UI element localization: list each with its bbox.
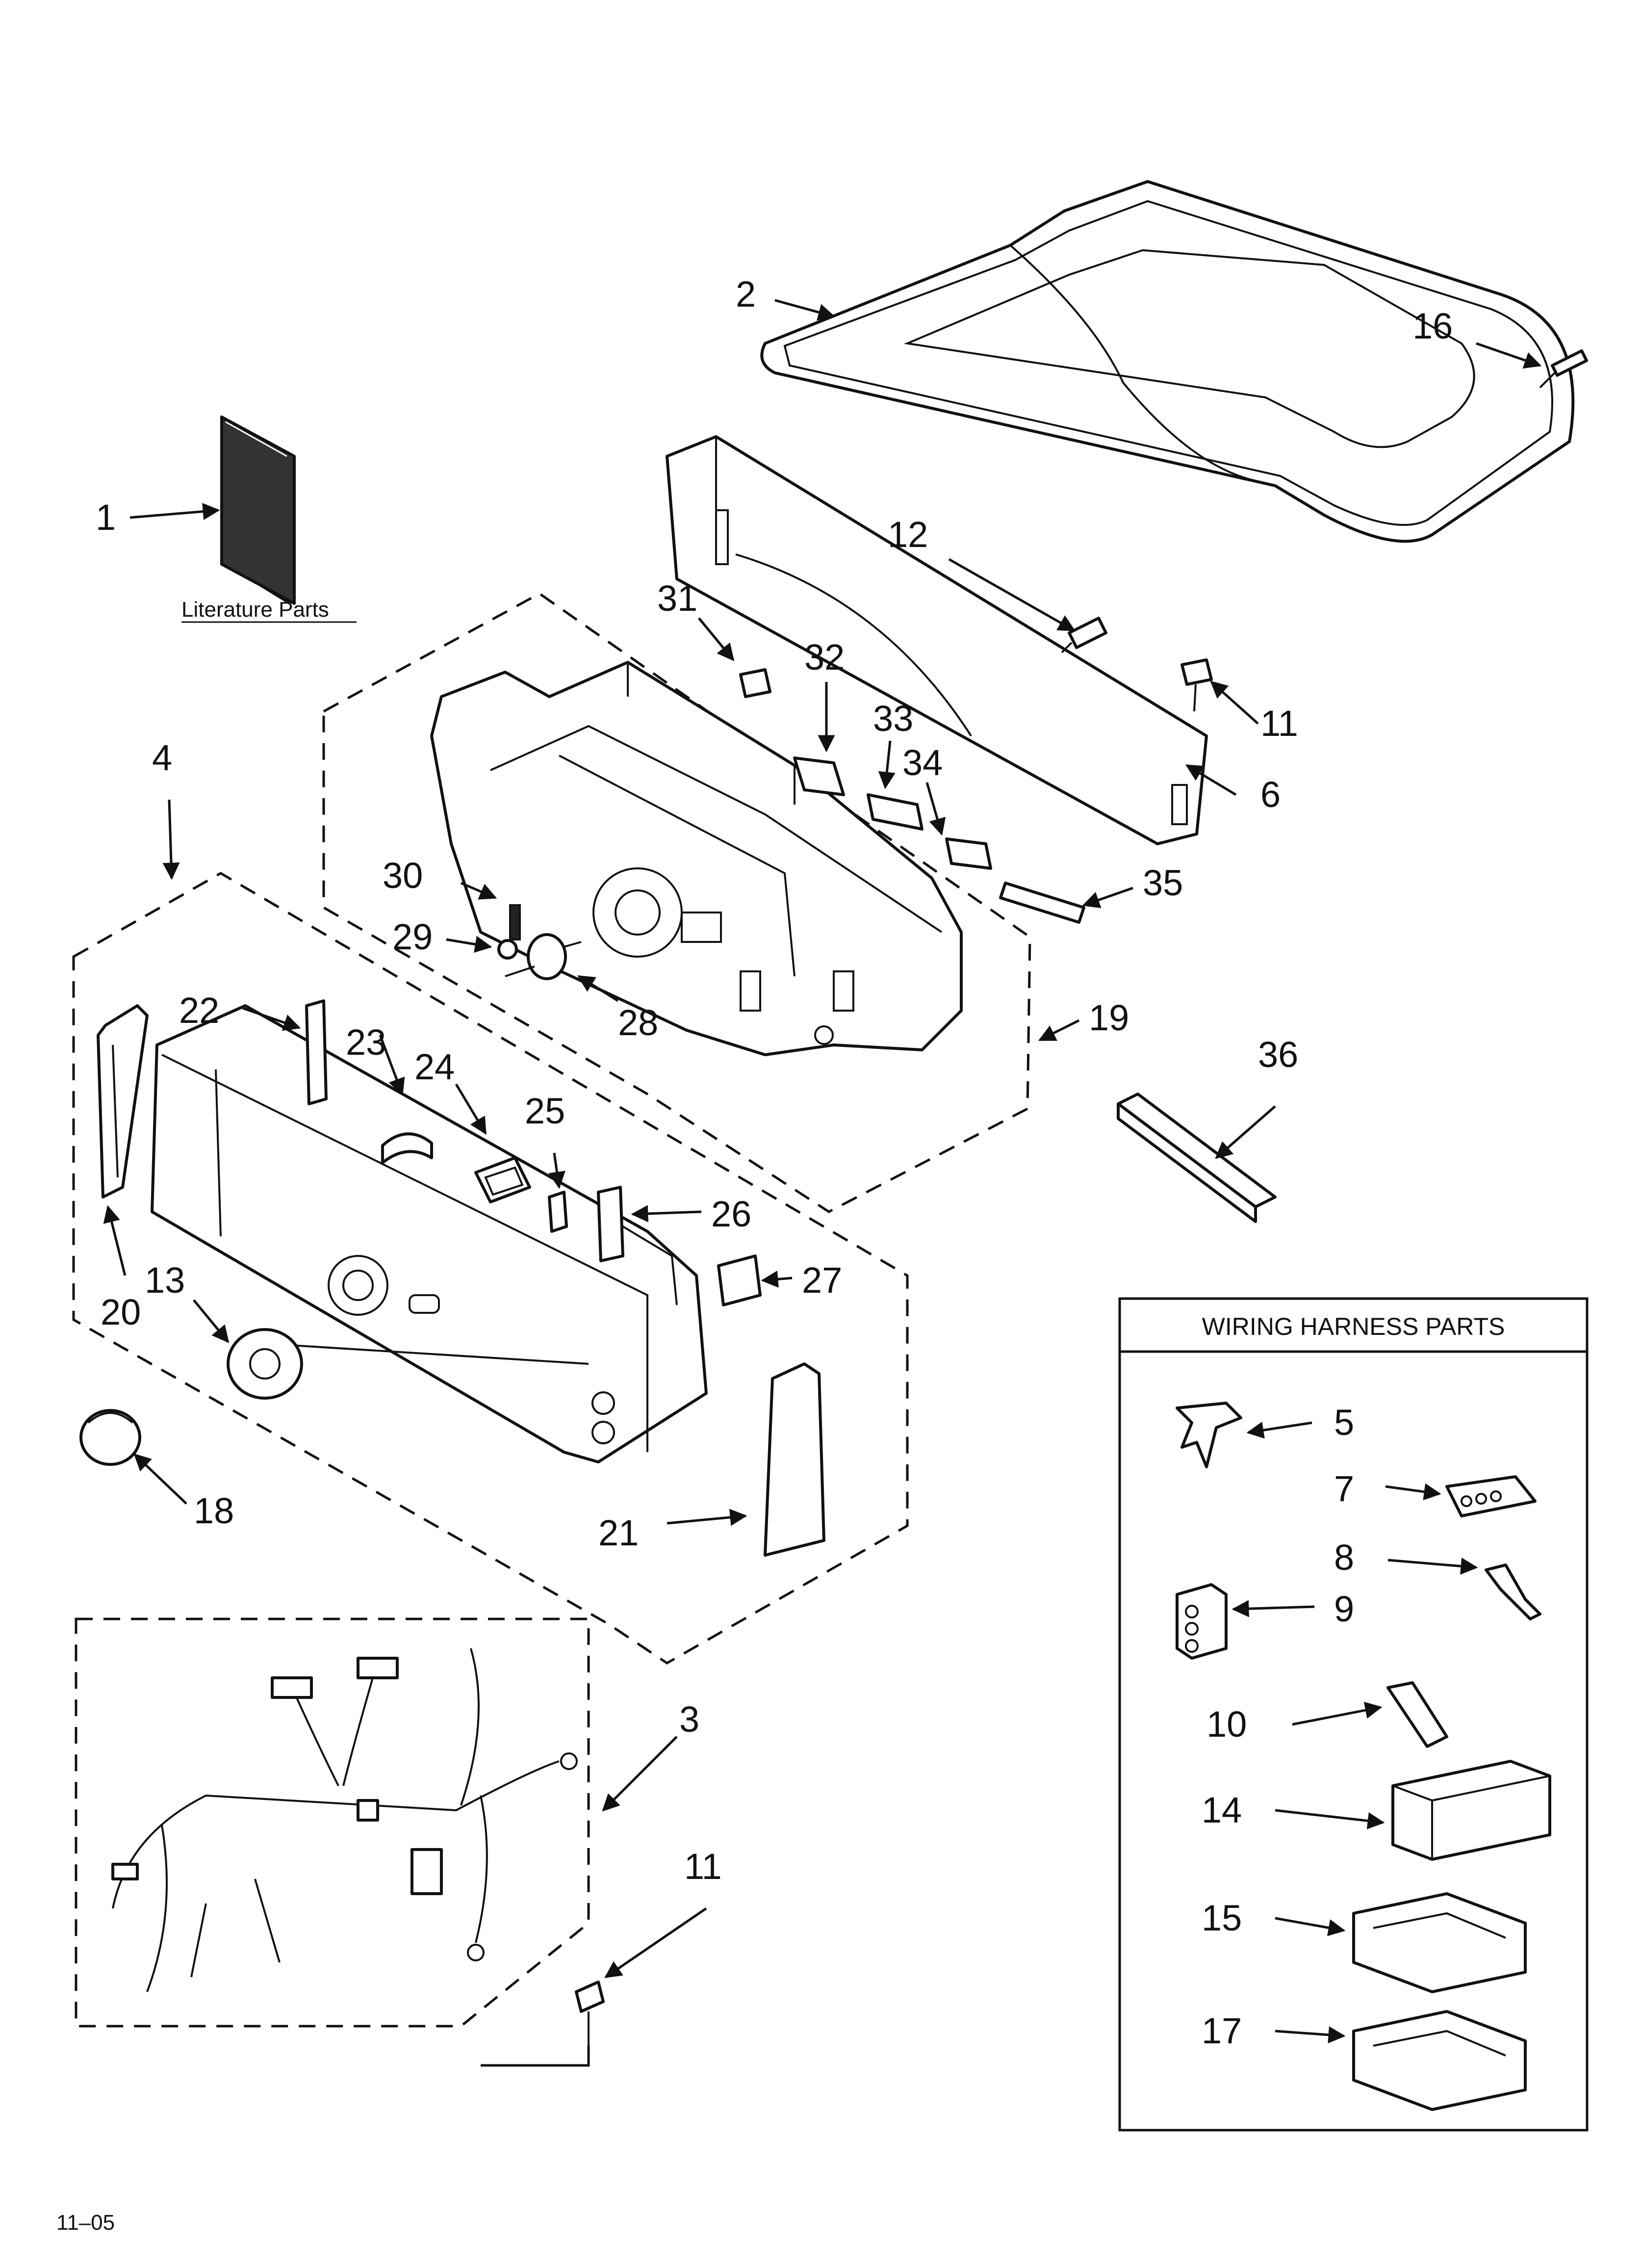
literature-booklet-part[interactable]	[220, 415, 296, 605]
switch-32-part[interactable]	[793, 756, 845, 796]
wiring-box-title: WIRING HARNESS PARTS	[1202, 1313, 1505, 1340]
switch-35-part[interactable]	[999, 882, 1085, 924]
callout-23: 23	[346, 1022, 386, 1063]
callout-27: 27	[802, 1260, 842, 1301]
callout-31: 31	[657, 578, 697, 619]
console-panel-part[interactable]	[151, 1004, 708, 1463]
terminal-10-part[interactable]	[1386, 1681, 1448, 1748]
callout-33: 33	[873, 698, 913, 739]
callout-5: 5	[1334, 1402, 1354, 1443]
footer-code: 11–05	[56, 2211, 115, 2235]
knob-18-part[interactable]	[79, 1409, 141, 1466]
terminal-8-part[interactable]	[1485, 1564, 1541, 1620]
callout-34: 34	[902, 742, 943, 783]
connector-17-part[interactable]	[1352, 2010, 1527, 2111]
callout-2: 2	[736, 274, 756, 314]
callout-16: 16	[1412, 306, 1453, 346]
callout-3: 3	[679, 1699, 699, 1740]
callout-17: 17	[1202, 2010, 1242, 2051]
callout-10: 10	[1206, 1704, 1247, 1745]
rear-bracket-part[interactable]	[666, 435, 1208, 845]
end-cap-20-part[interactable]	[97, 1004, 149, 1199]
callout-labels: 1 2 3 4 5 6 7 8 9 10 11 11 12 13 14 15 1…	[96, 274, 1453, 2051]
callout-29: 29	[392, 916, 433, 957]
connector-9-part[interactable]	[1176, 1583, 1228, 1660]
callout-19: 19	[1089, 997, 1129, 1038]
knob-bezel-13-part[interactable]	[227, 1328, 303, 1400]
callout-26: 26	[711, 1194, 751, 1234]
wire-harness-part[interactable]	[111, 1648, 578, 1992]
callout-18: 18	[194, 1490, 234, 1531]
switch-33-part[interactable]	[867, 793, 924, 831]
strip-36-part[interactable]	[1117, 1093, 1277, 1223]
display-lens-24-part[interactable]	[474, 1156, 531, 1203]
callout-24: 24	[414, 1046, 455, 1087]
callout-32: 32	[804, 637, 845, 678]
wiring-harness-box	[1118, 1297, 1589, 2132]
callout-25: 25	[525, 1091, 565, 1131]
rotary-switch-28-part[interactable]	[505, 933, 582, 980]
callout-15: 15	[1202, 1898, 1242, 1938]
light-pipe-23-part[interactable]	[381, 1132, 433, 1164]
clip-5-part[interactable]	[1176, 1402, 1242, 1468]
light-pipe-27-part[interactable]	[717, 1254, 762, 1306]
screw-11-top-part[interactable]	[1180, 658, 1213, 712]
callout-11-bottom: 11	[684, 1846, 722, 1887]
callout-30: 30	[383, 855, 423, 896]
literature-parts-label: Literature Parts	[181, 598, 329, 622]
callout-35: 35	[1143, 862, 1183, 903]
light-pipe-22-part[interactable]	[305, 999, 328, 1105]
switch-34-part[interactable]	[945, 837, 992, 870]
connector-14-part[interactable]	[1391, 1760, 1551, 1861]
callout-12: 12	[888, 514, 928, 555]
light-pipe-25-part[interactable]	[548, 1191, 568, 1233]
callout-13: 13	[145, 1260, 185, 1301]
light-pipe-26-part[interactable]	[597, 1186, 678, 1305]
callout-11-top: 11	[1260, 703, 1298, 744]
light-pipe-30-part[interactable]	[509, 904, 521, 940]
console-top-part[interactable]	[760, 180, 1575, 543]
ball-29-part[interactable]	[497, 939, 518, 960]
callout-8: 8	[1334, 1537, 1354, 1578]
end-cap-21-part[interactable]	[764, 1362, 825, 1557]
screw-11-bottom-part[interactable]	[575, 1981, 605, 2046]
callout-21: 21	[598, 1512, 639, 1553]
screw-12-part[interactable]	[1061, 617, 1107, 653]
callout-6: 6	[1260, 774, 1281, 815]
callout-20: 20	[101, 1292, 141, 1332]
callout-9: 9	[1334, 1589, 1354, 1629]
connector-7-part[interactable]	[1445, 1475, 1537, 1517]
leader-lines	[103, 299, 1542, 2067]
callout-1: 1	[96, 497, 116, 538]
switch-31-part[interactable]	[739, 668, 771, 698]
callout-22: 22	[179, 990, 219, 1031]
connector-15-part[interactable]	[1352, 1892, 1527, 1993]
callout-36: 36	[1258, 1034, 1298, 1075]
callout-7: 7	[1334, 1468, 1354, 1509]
screw-16-part[interactable]	[1539, 349, 1588, 389]
callout-4: 4	[152, 737, 172, 778]
callout-14: 14	[1202, 1790, 1242, 1830]
callout-28: 28	[618, 1002, 658, 1043]
